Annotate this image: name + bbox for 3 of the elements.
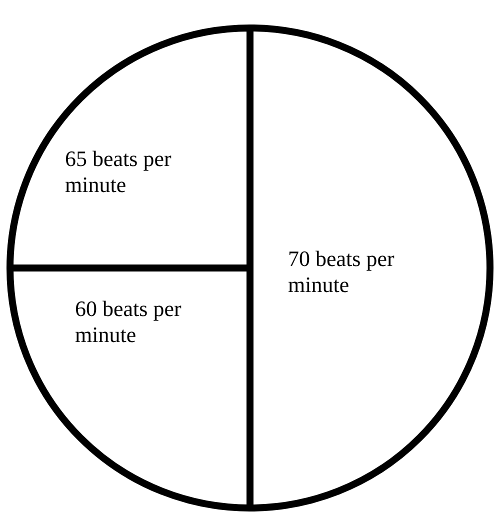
segment-label: 60 beats per minute (75, 296, 182, 348)
segment-label: 65 beats per minute (65, 146, 172, 198)
segment-label: 70 beats per minute (288, 246, 396, 298)
